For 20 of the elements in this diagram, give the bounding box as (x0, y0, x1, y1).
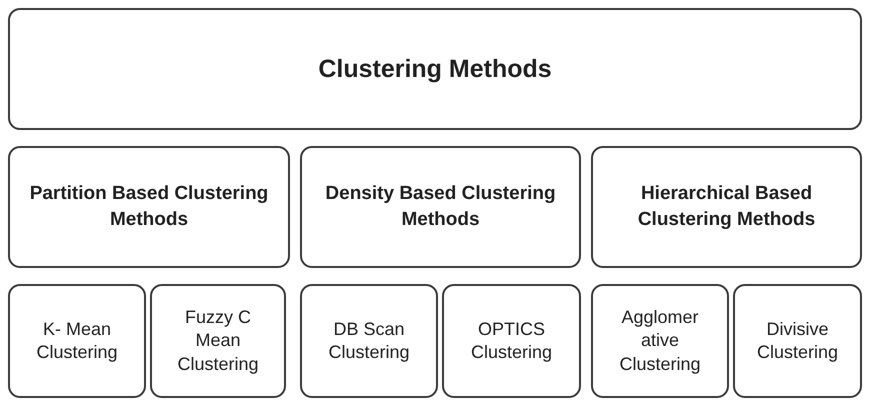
method-box (8, 284, 146, 398)
node-label: Clustering Methods (318, 54, 552, 84)
method-box (150, 284, 286, 398)
node-label: Density Based Clustering Methods (324, 182, 557, 232)
node-label: OPTICS Clustering (470, 318, 554, 364)
category-box (300, 146, 581, 268)
node-label: K- Mean Clustering (35, 318, 119, 364)
method-box (442, 284, 581, 398)
method-box (591, 284, 729, 398)
node-label: Agglomer ative Clustering (618, 306, 702, 376)
heading-box (8, 8, 862, 130)
method-box (733, 284, 862, 398)
node-label: Hierarchical Based Clustering Methods (636, 182, 816, 232)
node-label: DB Scan Clustering (327, 318, 411, 364)
category-box (591, 146, 862, 268)
category-box (8, 146, 290, 268)
node-label: Divisive Clustering (756, 318, 840, 364)
method-box (300, 284, 438, 398)
node-label: Partition Based Clustering Methods (28, 182, 270, 232)
node-label: Fuzzy C Mean Clustering (176, 306, 260, 376)
